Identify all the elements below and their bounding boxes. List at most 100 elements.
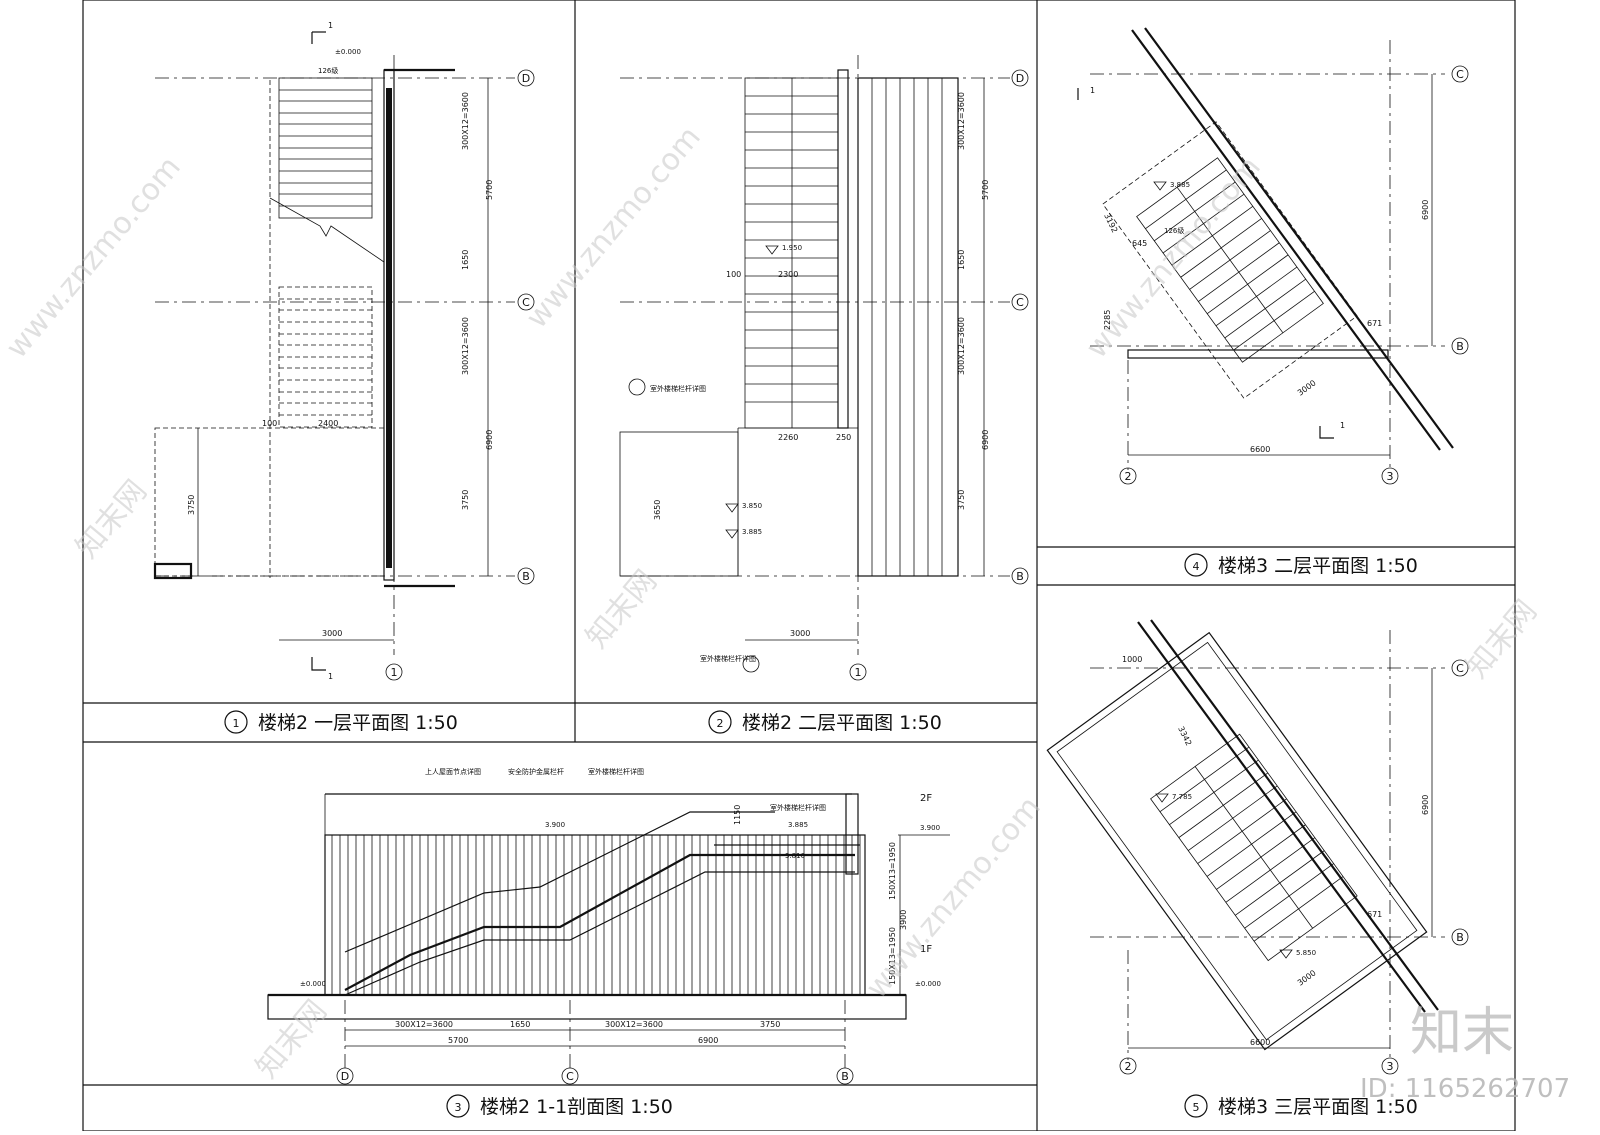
dim-3750-p1: 3750 <box>461 490 470 510</box>
panel-2-title: 楼梯2 二层平面图 1:50 <box>742 712 942 734</box>
dim-3600-p1a: 300X12=3600 <box>461 92 470 150</box>
dim-250-p2: 250 <box>836 433 851 442</box>
plan-2-stair2-second: D C B 1 <box>619 55 1029 681</box>
note-roof-detail: 上人屋面节点详图 <box>425 767 481 776</box>
dim-3000-p1: 3000 <box>322 629 342 638</box>
dim-1150-sec: 1150 <box>733 805 742 825</box>
watermark-site-1: www.znzmo.com <box>0 150 188 365</box>
panel-title-1: 1 楼梯2 一层平面图 1:50 <box>224 710 458 734</box>
elev-3850-p2: 3.850 <box>742 502 762 510</box>
dim-6600-p4: 6600 <box>1250 445 1270 454</box>
panel-3-number: 3 <box>455 1101 462 1114</box>
dim-3750-sec: 3750 <box>760 1020 780 1029</box>
axis-2-4: 2 <box>1125 470 1132 483</box>
axis-d-1: D <box>522 72 530 85</box>
panel-4-title: 楼梯3 二层平面图 1:50 <box>1218 555 1418 577</box>
elev-zero-sec-l: ±0.000 <box>300 980 326 988</box>
plan-1-stair2-ground: D C B 1 <box>153 21 535 681</box>
axis-c-5: C <box>1456 662 1464 675</box>
dim-6900-p5: 6900 <box>1421 795 1430 815</box>
axis-2-5: 2 <box>1125 1060 1132 1073</box>
dim-1000-p5: 1000 <box>1122 655 1142 664</box>
section-mark-p4-top: 1 <box>1090 86 1095 95</box>
steps-note-p1: 126级 <box>318 66 338 75</box>
dim-3650-p2: 3650 <box>653 500 662 520</box>
dim-3600-sec-a: 300X12=3600 <box>395 1020 453 1029</box>
note-rail-sec-b: 室外楼梯栏杆详图 <box>770 803 826 812</box>
section-mark-p1-bottom: 1 <box>328 672 333 681</box>
axis-d-2: D <box>1016 72 1024 85</box>
axis-c-sec: C <box>566 1070 574 1083</box>
panel-1-title: 楼梯2 一层平面图 1:50 <box>258 712 458 734</box>
elev-5850-p5: 5.850 <box>1296 949 1316 957</box>
dim-2400-p1: 2400 <box>318 419 338 428</box>
dim-3342-p5: 3342 <box>1176 725 1193 747</box>
watermark-site-2: www.znzmo.com <box>519 120 708 335</box>
panel-title-4: 4 楼梯3 二层平面图 1:50 <box>1184 553 1418 577</box>
elev-3885-sec: 3.885 <box>788 821 808 829</box>
section-3-stair2: 300X12=3600 1650 300X12=3600 3750 5700 6… <box>267 767 950 1085</box>
dim-3000-p2: 3000 <box>790 629 810 638</box>
dim-3600-p2a: 300X12=3600 <box>957 92 966 150</box>
dim-6900-p4: 6900 <box>1421 200 1430 220</box>
note-rail-p2: 室外楼梯栏杆详图 <box>650 384 706 393</box>
dim-100-p2: 100 <box>726 270 741 279</box>
axis-c-4: C <box>1456 68 1464 81</box>
panel-3-title: 楼梯2 1-1剖面图 1:50 <box>480 1096 673 1118</box>
plan-4-stair3-second: C B 2 3 6600 6900 2285 <box>1077 27 1469 485</box>
watermark-brand-2: 知末网 <box>579 564 664 655</box>
note-rail-sec: 室外楼梯栏杆详图 <box>588 767 644 776</box>
axis-d-sec: D <box>341 1070 349 1083</box>
axis-1-plan1: 1 <box>391 666 398 679</box>
plan-5-stair3-third: C B 2 3 6600 6900 10 <box>1046 619 1469 1075</box>
elev-zero-sec-r: ±0.000 <box>915 980 941 988</box>
section-mark-p4-bottom: 1 <box>1340 421 1345 430</box>
elev-3885-p4: 3.885 <box>1170 181 1190 189</box>
dim-5700-sec: 5700 <box>448 1036 468 1045</box>
dim-5700-p2: 5700 <box>981 180 990 200</box>
axis-b-2: B <box>1016 570 1024 583</box>
dim-1650-sec: 1650 <box>510 1020 530 1029</box>
axis-1-plan2: 1 <box>855 666 862 679</box>
elev-3900-sec-r: 3.900 <box>920 824 940 832</box>
note-metal-rail: 安全防护金属栏杆 <box>508 767 564 776</box>
axis-c-2: C <box>1016 296 1024 309</box>
dim-3600-p2b: 300X12=3600 <box>957 317 966 375</box>
axis-3-5: 3 <box>1387 1060 1394 1073</box>
dim-645-p4: 645 <box>1132 239 1147 248</box>
dim-3192-p4: 3192 <box>1102 212 1119 234</box>
dim-150x13-b: 150X13=1950 <box>888 927 897 985</box>
axis-b-1: B <box>522 570 530 583</box>
dim-100-p1: 100 <box>262 419 277 428</box>
steps-note-p4: 126级 <box>1164 226 1184 235</box>
axis-3-4: 3 <box>1387 470 1394 483</box>
dim-6900-sec: 6900 <box>698 1036 718 1045</box>
panel-4-number: 4 <box>1193 560 1200 573</box>
dim-2260-p2: 2260 <box>778 433 798 442</box>
elev-zero-p1: ±0.000 <box>335 48 361 56</box>
panel-title-3: 3 楼梯2 1-1剖面图 1:50 <box>446 1094 673 1118</box>
dim-671-p5: 671 <box>1367 910 1382 919</box>
elev-3900-sec: 3.900 <box>545 821 565 829</box>
section-mark-p1-top: 1 <box>328 21 333 30</box>
dim-671-p4: 671 <box>1367 319 1382 328</box>
dim-3600-p1b: 300X12=3600 <box>461 317 470 375</box>
dim-3750-p1-left: 3750 <box>187 495 196 515</box>
watermark-brand-1: 知末网 <box>69 474 154 565</box>
panel-title-2: 2 楼梯2 二层平面图 1:50 <box>708 710 942 734</box>
dim-2285-p4: 2285 <box>1103 310 1112 330</box>
watermark-id: ID: 1165262707 <box>1360 1074 1570 1104</box>
elev-1950-p2: 1.950 <box>782 244 802 252</box>
dim-150x13-a: 150X13=1950 <box>888 842 897 900</box>
panel-5-number: 5 <box>1193 1101 1200 1114</box>
panel-1-number: 1 <box>233 717 240 730</box>
watermark-layer: www.znzmo.com 知末网 www.znzmo.com 知末网 www.… <box>0 120 1570 1104</box>
panel-5-title: 楼梯3 三层平面图 1:50 <box>1218 1096 1418 1118</box>
elev-7785-p5: 7.785 <box>1172 793 1192 801</box>
watermark-logo: 知末 <box>1410 1003 1514 1063</box>
dim-2300-p2: 2300 <box>778 270 798 279</box>
note-rail-p2-b: 室外楼梯栏杆详图 <box>700 654 756 663</box>
watermark-brand-3: 知末网 <box>1459 594 1544 685</box>
